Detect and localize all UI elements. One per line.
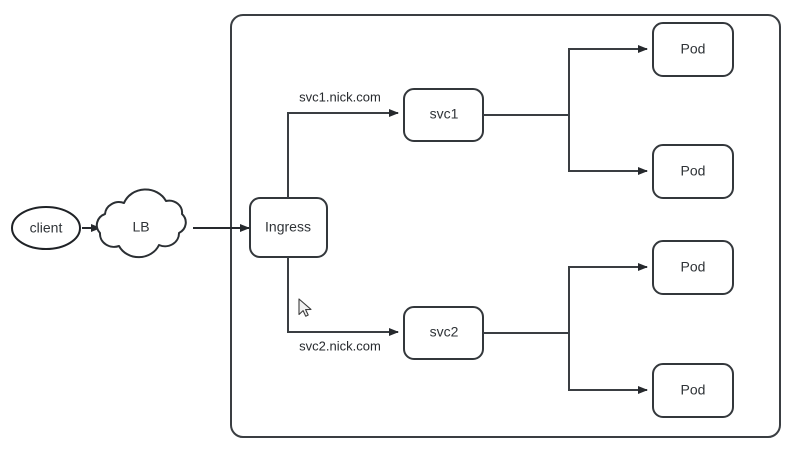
pod4-box bbox=[652, 363, 734, 418]
pod4-label: Pod bbox=[681, 382, 706, 398]
ingress-label: Ingress bbox=[265, 219, 311, 235]
node-lb[interactable]: LB bbox=[95, 188, 187, 259]
svc1-label: svc1 bbox=[430, 106, 459, 122]
pod1-box bbox=[652, 22, 734, 77]
pod1-label: Pod bbox=[681, 41, 706, 57]
node-svc2[interactable]: svc2 bbox=[403, 306, 484, 360]
node-client[interactable]: client bbox=[11, 206, 81, 250]
edge-ingress-to-svc1 bbox=[287, 109, 399, 198]
node-pod-1[interactable]: Pod bbox=[652, 22, 734, 77]
node-ingress[interactable]: Ingress bbox=[249, 197, 328, 258]
client-ellipse bbox=[11, 206, 81, 250]
pod3-label: Pod bbox=[681, 259, 706, 275]
pod2-label: Pod bbox=[681, 163, 706, 179]
edge-svc2-to-pod3 bbox=[568, 263, 648, 333]
lb-cloud bbox=[95, 188, 187, 259]
svc2-label: svc2 bbox=[430, 324, 459, 340]
node-pod-3[interactable]: Pod bbox=[652, 240, 734, 295]
mouse-pointer-icon bbox=[298, 298, 312, 317]
edge-label-svc2-host: svc2.nick.com bbox=[299, 338, 381, 353]
pod3-box bbox=[652, 240, 734, 295]
edge-label-svc1-host: svc1.nick.com bbox=[299, 89, 381, 104]
node-pod-4[interactable]: Pod bbox=[652, 363, 734, 418]
edge-svc1-to-pod1 bbox=[568, 45, 648, 115]
edge-svc1-to-pod2 bbox=[568, 115, 648, 175]
pod2-box bbox=[652, 144, 734, 199]
node-pod-2[interactable]: Pod bbox=[652, 144, 734, 199]
edge-svc2-to-pod4 bbox=[568, 333, 648, 394]
edge-ingress-to-svc2 bbox=[287, 257, 399, 336]
client-label: client bbox=[30, 220, 63, 236]
node-svc1[interactable]: svc1 bbox=[403, 88, 484, 142]
lb-label: LB bbox=[132, 219, 149, 235]
